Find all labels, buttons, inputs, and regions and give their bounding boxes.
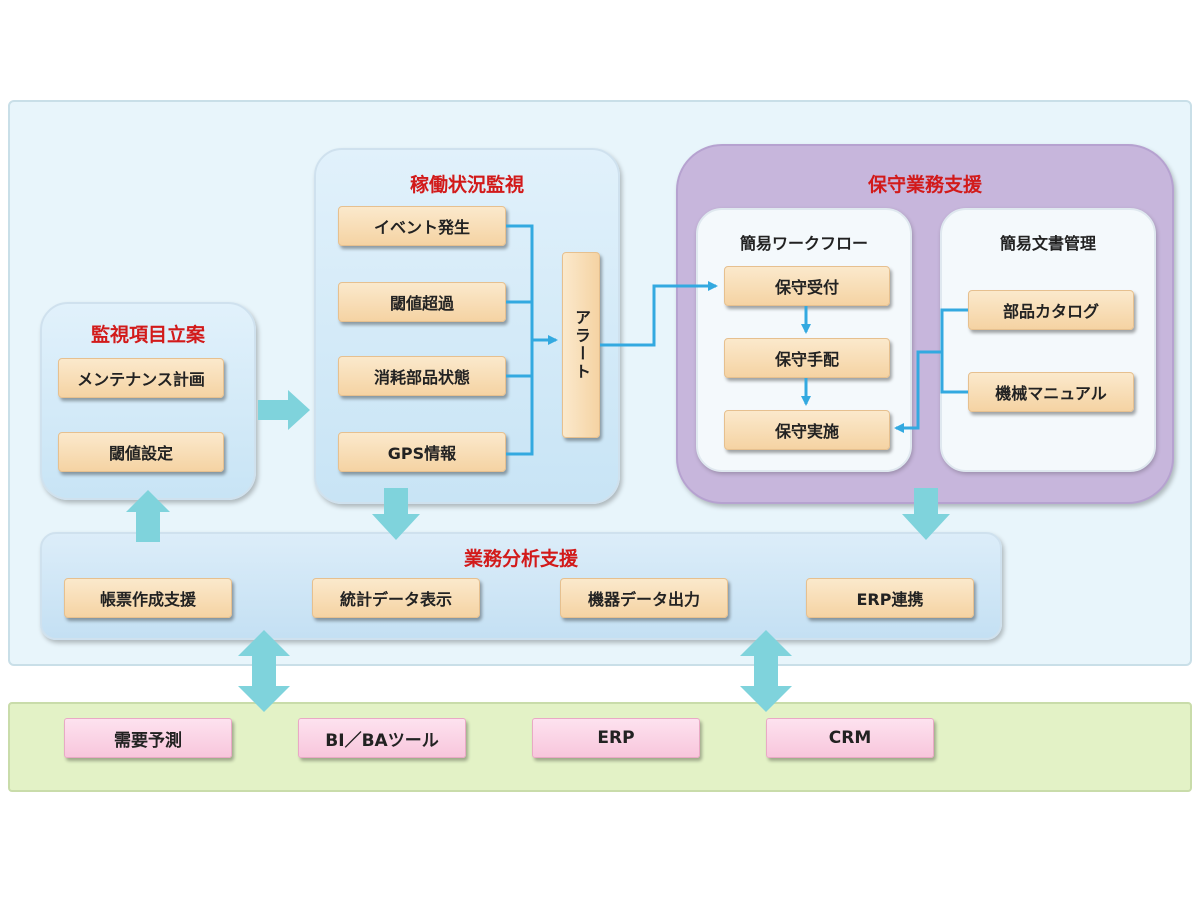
workflow-title: 簡易ワークフロー (739, 234, 868, 253)
event-item: イベント発生 (338, 206, 506, 246)
maintenance-plan-item: メンテナンス計画 (58, 358, 224, 398)
alert-box: アラート (562, 252, 600, 438)
documents-title: 簡易文書管理 (999, 234, 1096, 253)
gps-info-item: GPS情報 (338, 432, 506, 472)
demand-forecast-item: 需要予測 (64, 718, 232, 758)
machine-manual-item: 機械マニュアル (968, 372, 1134, 412)
monitoring-title: 稼働状況監視 (409, 174, 524, 196)
erp-item: ERP (532, 718, 700, 758)
documents-subgroup: 簡易文書管理 (940, 208, 1156, 472)
planning-title: 監視項目立案 (90, 324, 205, 346)
statistics-display-item: 統計データ表示 (312, 578, 480, 618)
device-data-output-item: 機器データ出力 (560, 578, 728, 618)
alert-label: アラート (572, 309, 591, 381)
erp-integration-item: ERP連携 (806, 578, 974, 618)
bi-ba-tool-item: BI／BAツール (298, 718, 466, 758)
threshold-setting-item: 閾値設定 (58, 432, 224, 472)
maintenance-execution-item: 保守実施 (724, 410, 890, 450)
report-creation-item: 帳票作成支援 (64, 578, 232, 618)
crm-item: CRM (766, 718, 934, 758)
maintenance-title: 保守業務支援 (867, 174, 982, 196)
analysis-title: 業務分析支援 (463, 548, 578, 570)
parts-catalog-item: 部品カタログ (968, 290, 1134, 330)
threshold-exceeded-item: 閾値超過 (338, 282, 506, 322)
maintenance-reception-item: 保守受付 (724, 266, 890, 306)
consumable-parts-item: 消耗部品状態 (338, 356, 506, 396)
maintenance-arrangement-item: 保守手配 (724, 338, 890, 378)
